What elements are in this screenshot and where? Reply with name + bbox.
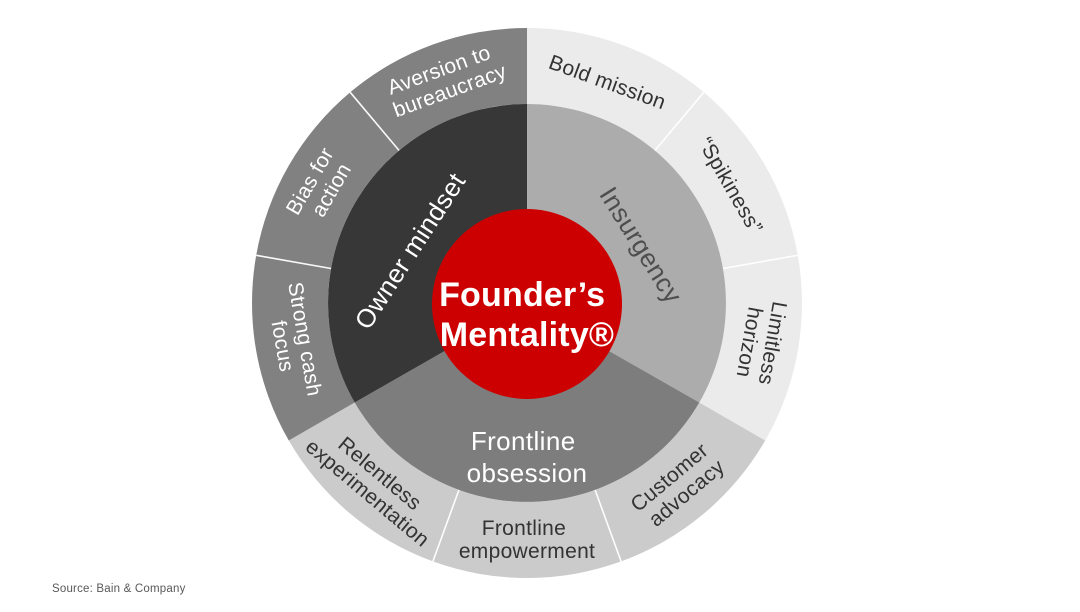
divider-80 — [722, 254, 798, 270]
outer-segment-bold-mission — [527, 27, 704, 151]
outer-segment-strong-cash-focus — [252, 255, 355, 441]
inner-segment-frontline-obsession — [354, 304, 700, 502]
outer-segment-frontline-empowerment — [432, 490, 622, 579]
outer-ring — [252, 27, 802, 579]
divider-160 — [594, 489, 622, 562]
divider-320 — [349, 91, 400, 152]
center-title: Founder’s Mentality® — [439, 276, 615, 354]
source-note: Source: Bain & Company — [52, 583, 186, 595]
outer-segment-spikiness — [654, 92, 798, 269]
outer-segment-customer-advocacy — [595, 402, 766, 562]
outer-label-frontline-empowerment-line2: empowerment — [459, 540, 595, 563]
center-title-line1: Founder’s — [439, 276, 605, 314]
center-circle — [432, 209, 622, 399]
divider-40 — [654, 91, 705, 152]
outer-label-limitless-horizon: Limitless horizon — [730, 296, 791, 393]
divider-280 — [256, 254, 332, 270]
outer-segment-bias-for-action — [256, 92, 400, 269]
divider-200 — [432, 489, 460, 562]
inner-label-frontline-obsession: Frontline obsession — [467, 426, 588, 488]
outer-segment-limitless-horizon — [699, 255, 802, 441]
outer-segment-aversion-to-bureaucracy — [350, 27, 527, 151]
outer-label-aversion-to-bureaucracy: Aversion to bureaucracy — [382, 38, 510, 122]
inner-label-frontline-obsession-line2: obsession — [467, 458, 588, 488]
outer-segment-relentless-experimentation — [288, 402, 459, 562]
inner-label-frontline-obsession-line1: Frontline — [471, 426, 576, 456]
outer-ring-dividers — [256, 91, 798, 562]
center-title-line2: Mentality® — [440, 316, 614, 354]
outer-label-frontline-empowerment-line1: Frontline — [482, 517, 566, 540]
outer-label-frontline-empowerment: Frontline empowerment — [459, 517, 595, 563]
